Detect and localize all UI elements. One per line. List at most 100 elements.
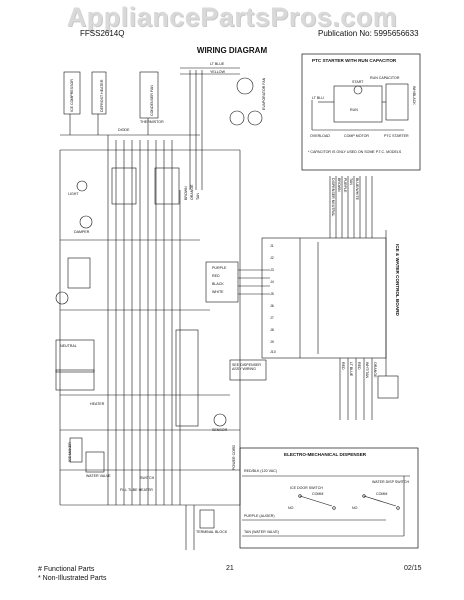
board-pin-j3: J3	[270, 268, 274, 272]
label-purple: PURPLE	[212, 266, 227, 270]
label-orange: ORANGE	[190, 184, 194, 200]
component-box-1	[63, 71, 81, 115]
connector-block-2	[154, 167, 180, 205]
connector-block-3	[175, 329, 199, 427]
capacitor-symbol	[353, 85, 363, 95]
dispenser-no-1: NO	[288, 506, 294, 510]
label-thermistor: THERMISTOR	[140, 120, 164, 124]
label-yellow: YELLOW	[210, 70, 225, 74]
board-pin-j2: J2	[270, 256, 274, 260]
ptc-start-label: START	[352, 80, 364, 84]
dispenser-comm-2: COMM	[376, 492, 388, 496]
ptc-whblack-label: WH/BLACK	[412, 86, 416, 105]
ptc-run-cap-label: RUN CAPACITOR	[370, 76, 400, 80]
label-fill-tube: FILL TUBE HEATER	[120, 488, 153, 492]
footer-legend: # Functional Parts * Non-Illustrated Par…	[38, 565, 106, 583]
label-light: LIGHT	[68, 192, 79, 196]
control-board-label: ICE & WATER CONTROL BOARD	[395, 244, 400, 316]
label-lt-blue: LT BLUE	[210, 62, 225, 66]
valve-box	[85, 451, 105, 473]
site-watermark: AppliancePartsPros.com	[66, 2, 398, 32]
board-wire-4: TAN	[349, 178, 353, 185]
component-box-2	[91, 71, 107, 115]
board-pin-j4: J4	[270, 280, 274, 284]
label-damper: DAMPER	[74, 230, 90, 234]
dispenser-no-2: NO	[352, 506, 358, 510]
dispenser-tan: TAN (WATER VALVE)	[244, 530, 279, 534]
label-heater: HEATER	[90, 402, 105, 406]
board-wire-6: RED	[341, 362, 345, 370]
dispenser-purple: PURPLE (AUGER)	[244, 514, 275, 518]
board-wire-2: BROWN	[337, 178, 341, 192]
publication-date: 02/15	[404, 565, 422, 572]
ptc-ltblu-label: LT BLU	[312, 96, 324, 100]
publication-number: Publication No: 5995656633	[318, 29, 419, 38]
label-evaporator-fan: EVAPORATOR FAN	[262, 77, 266, 110]
dispenser-title: ELECTRO-MECHANICAL DISPENSER	[284, 452, 367, 457]
diagram-title: WIRING DIAGRAM	[196, 46, 268, 55]
board-pin-j1: J1	[270, 244, 274, 248]
label-water-valve: WATER VALVE	[86, 474, 111, 478]
label-see-dispenser: SEE DISPENSER ASSY WIRING	[232, 363, 261, 371]
ptc-comp-motor-label: COMP MOTOR	[344, 134, 370, 138]
connector-block-6	[67, 257, 91, 289]
component-box-3	[139, 71, 159, 119]
page-number: 21	[226, 565, 234, 572]
damper-symbol	[79, 215, 93, 229]
board-pin-j10: J10	[270, 350, 276, 354]
label-ice-maker: ICE MAKER	[68, 442, 72, 462]
sensor-symbol	[213, 413, 227, 427]
connector-block-4	[55, 339, 95, 373]
label-red: RED	[212, 274, 220, 278]
label-tan: TAN	[196, 193, 200, 200]
board-wire-8: RED	[357, 362, 361, 370]
control-board-outline	[261, 237, 387, 359]
board-wire-3: PURPLE	[343, 178, 347, 193]
motor-symbol-1	[236, 77, 254, 95]
model-number: FFSS2614Q	[80, 29, 125, 38]
board-pin-j5: J5	[270, 292, 274, 296]
board-pin-j9: J9	[270, 340, 274, 344]
board-pin-j8: J8	[270, 328, 274, 332]
ptc-title: PTC STARTER WITH RUN CAPACITOR	[312, 58, 397, 63]
motor-symbol-3	[247, 110, 263, 126]
light-symbol	[76, 180, 88, 192]
label-diode: DIODE	[118, 128, 130, 132]
label-defrost-heater: DEFROST HEATER	[100, 79, 104, 112]
label-white: WHITE	[212, 290, 224, 294]
ptc-run-label: RUN	[350, 108, 358, 112]
ptc-note: * CAPACITOR IS ONLY USED ON SOME P.T.C. …	[308, 150, 402, 154]
label-neutral: NEUTRAL	[60, 344, 77, 348]
label-power-cord: POWER CORD	[232, 444, 236, 470]
board-wire-7: LT BLUE	[349, 362, 353, 377]
ice-maker-box	[69, 437, 83, 463]
motor-symbol-2	[229, 110, 245, 126]
label-condenser-fan: CONDENSER FAN	[150, 85, 154, 116]
board-pin-j6: J6	[270, 304, 274, 308]
footer-functional-parts: # Functional Parts	[38, 566, 95, 573]
terminal-box	[199, 509, 215, 529]
label-ice-compressor: ICE COMPRESSOR	[70, 79, 74, 112]
label-sensor: SENSOR	[212, 428, 228, 432]
dispenser-water-disp: WATER DISP SWITCH	[372, 480, 410, 484]
relay-block	[205, 261, 239, 303]
label-black: BLACK	[212, 282, 224, 286]
fan-symbol	[55, 291, 69, 305]
dispenser-panel-border	[239, 447, 419, 549]
dispenser-box	[377, 375, 399, 399]
label-terminal: TERMINAL BLOCK	[196, 530, 228, 534]
board-pin-j7: J7	[270, 316, 274, 320]
dispenser-ice-door: ICE DOOR SWITCH	[290, 486, 323, 490]
dispenser-comm-1: COMM	[312, 492, 324, 496]
label-brown: BROWN	[184, 186, 188, 200]
ptc-inner-box	[333, 85, 383, 123]
dispenser-note-box	[229, 359, 267, 381]
board-wire-9: WHT/TAN	[365, 362, 369, 379]
board-wire-5: BLUE/WHITE	[355, 178, 359, 200]
connector-block-1	[111, 167, 137, 205]
label-switch: SWITCH	[140, 476, 155, 480]
connector-block-5	[55, 369, 95, 391]
board-wire-1: DISPENSER NEUTRAL	[331, 178, 335, 217]
ptc-starter-box	[385, 83, 409, 121]
